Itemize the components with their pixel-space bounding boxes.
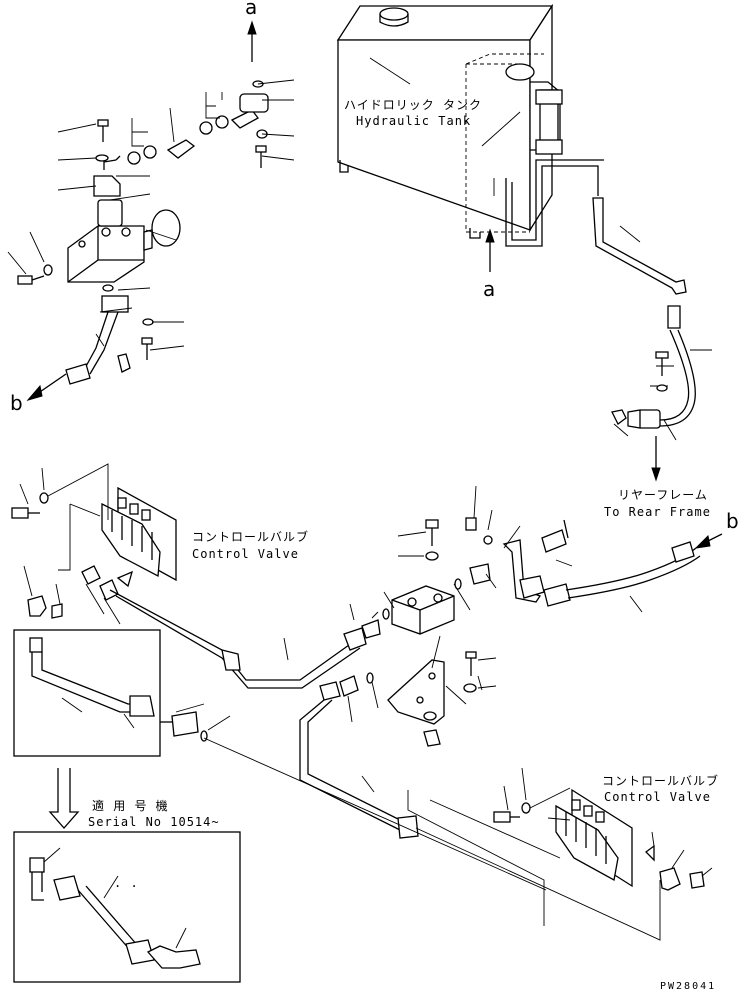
tank-return-pipe xyxy=(505,159,696,429)
control-valve-upper-label-en: Control Valve xyxy=(192,547,299,561)
pump-assembly xyxy=(65,155,181,385)
control-valve-upper-label-jp: コントロールバルブ xyxy=(192,530,310,544)
control-valve-lower xyxy=(555,788,633,888)
inset-dots: . . xyxy=(114,876,139,890)
marker-b-right: b xyxy=(726,509,739,533)
hollow-down-arrow-icon xyxy=(48,768,80,829)
rear-frame-label-en: To Rear Frame xyxy=(604,505,711,519)
inset-box-upper xyxy=(13,629,161,757)
marker-b-left: b xyxy=(10,391,23,415)
right-hose-assembly xyxy=(454,517,701,607)
control-valve-upper xyxy=(101,486,177,582)
top-left-fittings xyxy=(17,80,269,360)
tank-label-jp: ハイドロリック タンク xyxy=(344,98,482,112)
center-block xyxy=(361,519,455,639)
control-valve-lower-label-jp: コントロールバルブ xyxy=(602,774,720,788)
inset-box-lower xyxy=(13,831,241,983)
arrow-down-icon xyxy=(651,436,661,482)
control-valve-lower-label-en: Control Valve xyxy=(604,790,711,804)
serial-label-jp: 適 用 号 機 xyxy=(92,799,169,813)
marker-a-bottom: a xyxy=(483,277,496,301)
arrow-up-icon xyxy=(247,20,257,62)
serial-label-en: Serial No 10514~ xyxy=(88,815,220,829)
central-hose xyxy=(109,589,367,689)
arrow-up-icon xyxy=(485,228,495,272)
rear-frame-label-jp: リヤーフレーム xyxy=(618,488,708,502)
marker-a-top: a xyxy=(245,0,258,19)
arrow-left-icon xyxy=(694,533,723,549)
arrow-left-icon xyxy=(26,373,67,401)
tank-label-en: Hydraulic Tank xyxy=(356,114,472,128)
drawing-code: PW28041 xyxy=(660,981,717,992)
lower-pipe xyxy=(299,672,419,839)
mounting-bracket xyxy=(387,651,477,747)
